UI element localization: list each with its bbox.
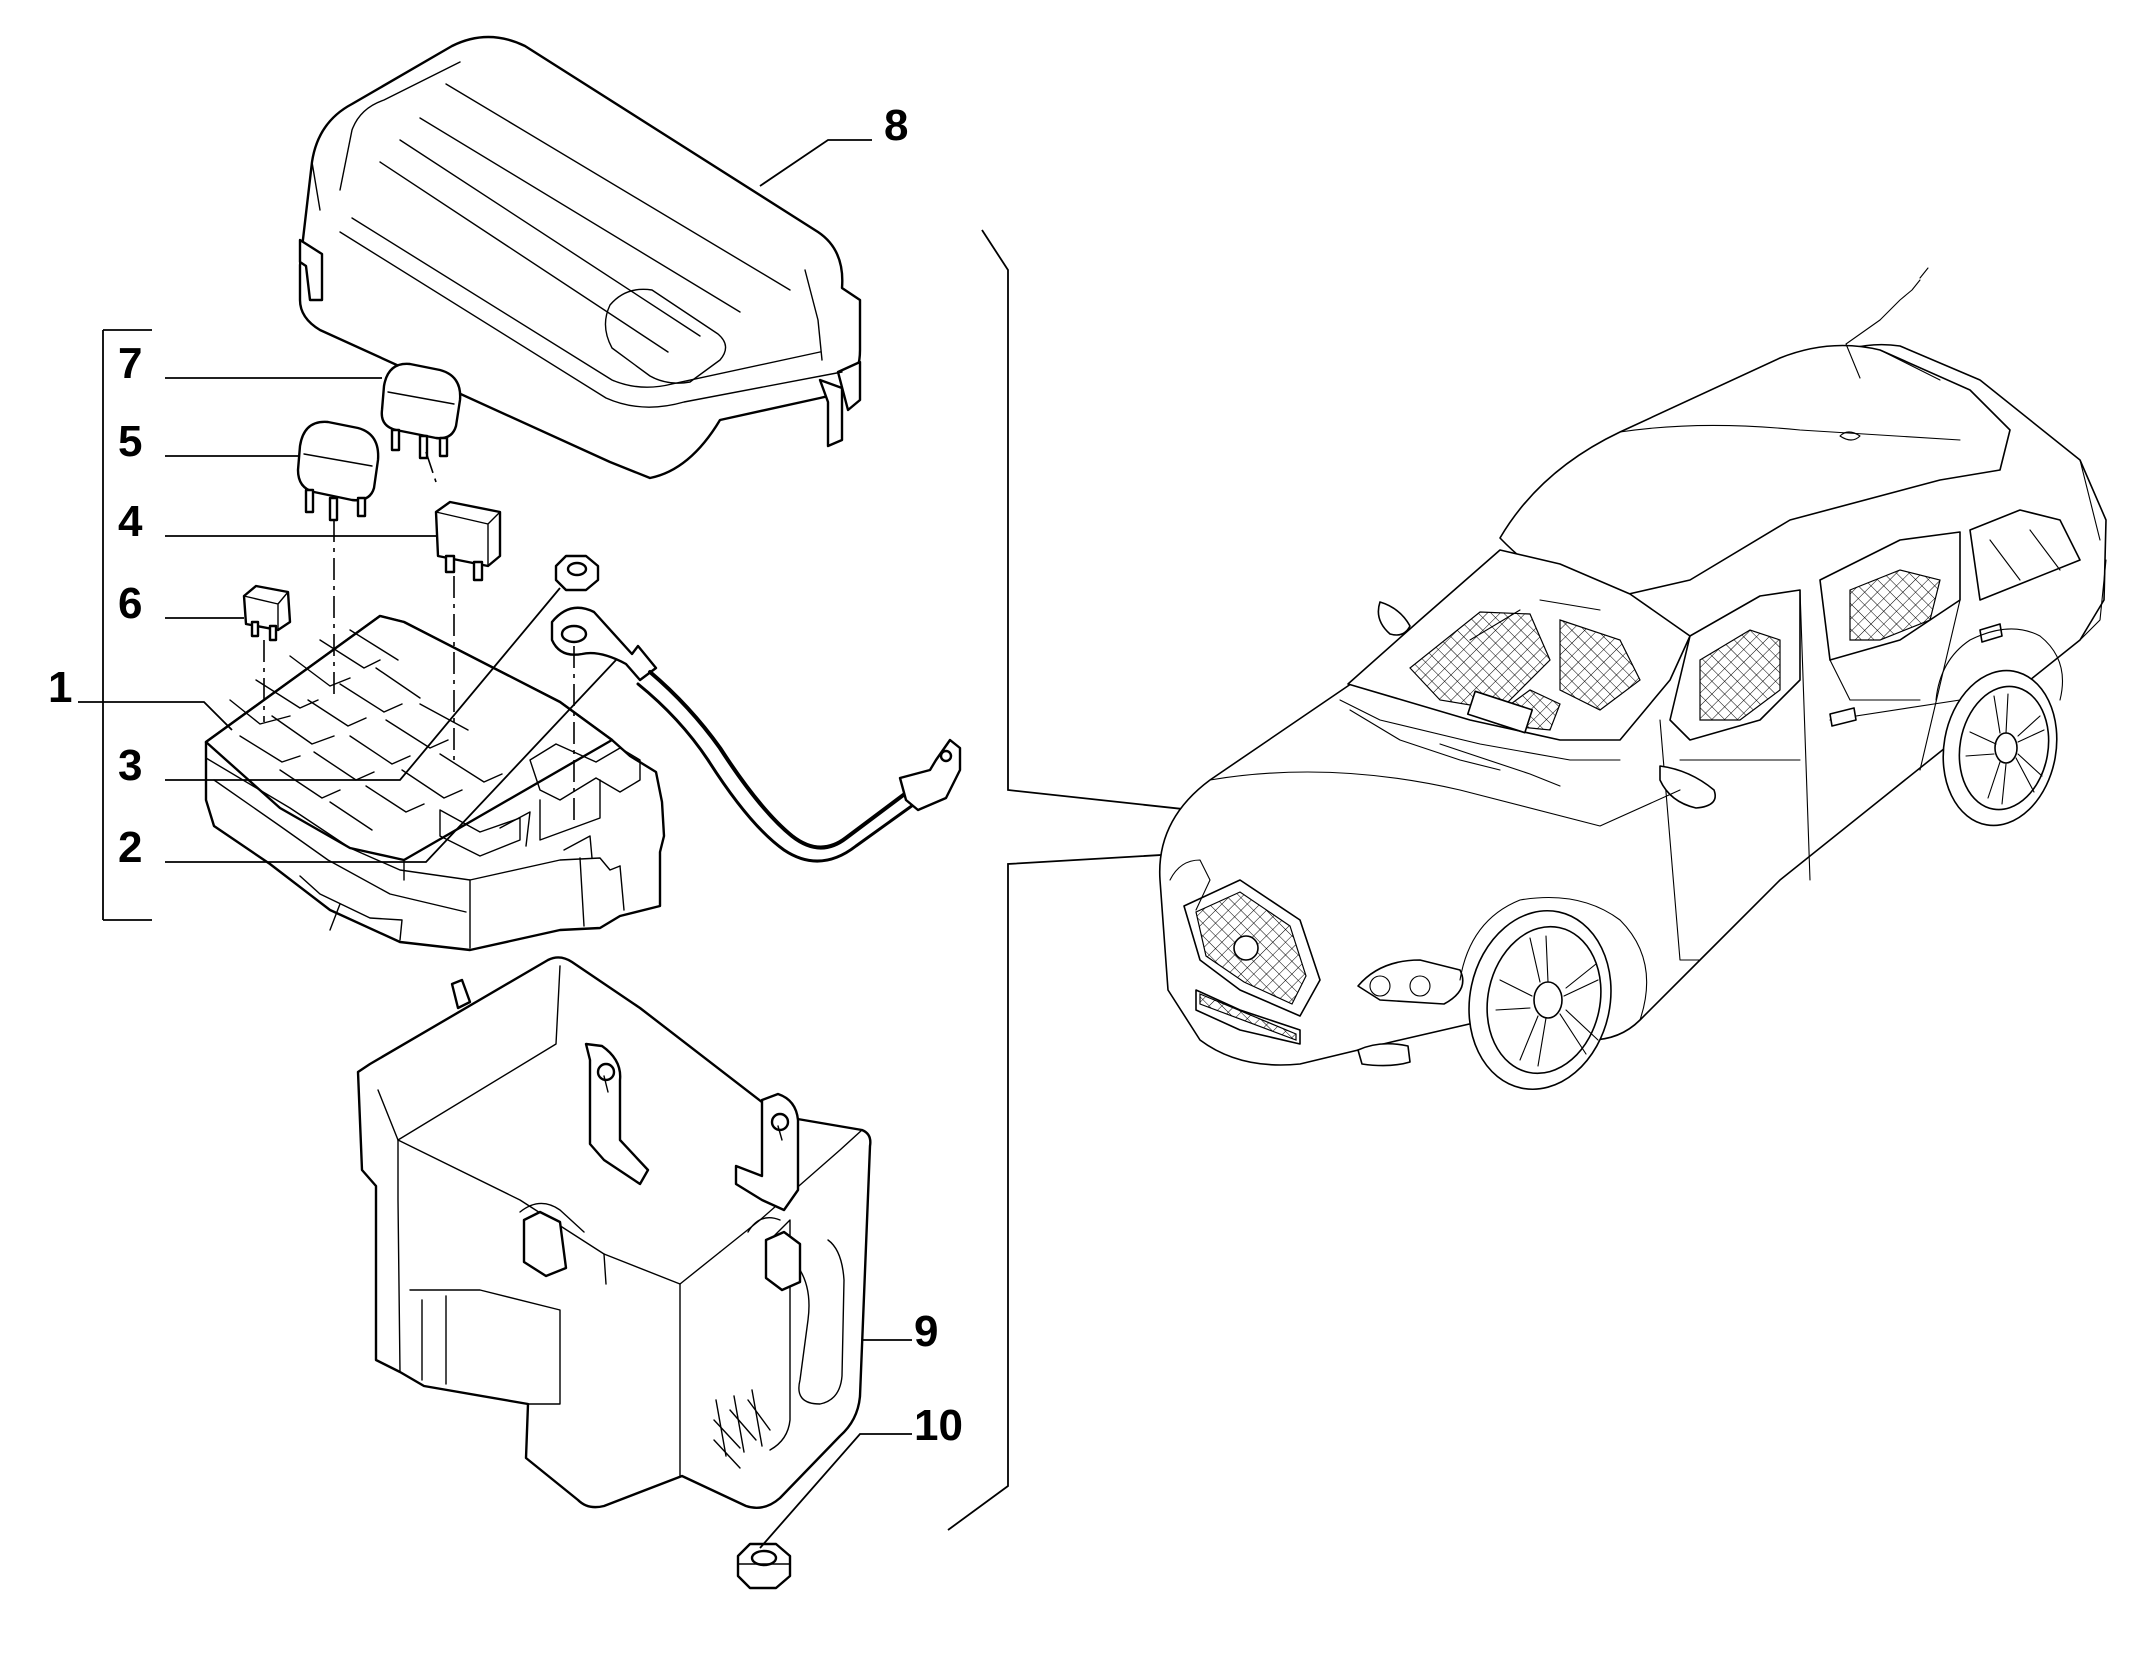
relay-5 — [296, 420, 380, 522]
rear-wheel — [1942, 669, 2058, 827]
front-wheel — [1468, 909, 1612, 1091]
assembly-bracket — [102, 329, 152, 921]
callout-6: 6 — [118, 579, 142, 628]
leader-lines — [78, 139, 1451, 1549]
callout-1: 1 — [48, 663, 72, 712]
fuse-box-cover — [298, 35, 862, 480]
relay-7 — [380, 362, 462, 460]
fuse-box-body — [204, 614, 666, 952]
callout-9: 9 — [914, 1307, 938, 1356]
callout-5: 5 — [118, 417, 142, 466]
callout-4: 4 — [118, 497, 143, 546]
callout-10: 10 — [914, 1401, 963, 1450]
callout-7: 7 — [118, 339, 142, 388]
nut-10 — [736, 1542, 792, 1590]
nut-3 — [554, 554, 600, 592]
battery-tray — [356, 956, 872, 1509]
car-location-view — [1158, 267, 2107, 1091]
callout-8: 8 — [884, 101, 908, 150]
mini-fuse-6 — [242, 584, 292, 642]
battery-cable — [550, 606, 962, 863]
callout-3: 3 — [118, 741, 142, 790]
callout-labels: 1 2 3 4 5 6 7 8 9 10 — [48, 101, 963, 1450]
callout-2: 2 — [118, 823, 142, 872]
maxi-fuse-4 — [434, 500, 502, 582]
